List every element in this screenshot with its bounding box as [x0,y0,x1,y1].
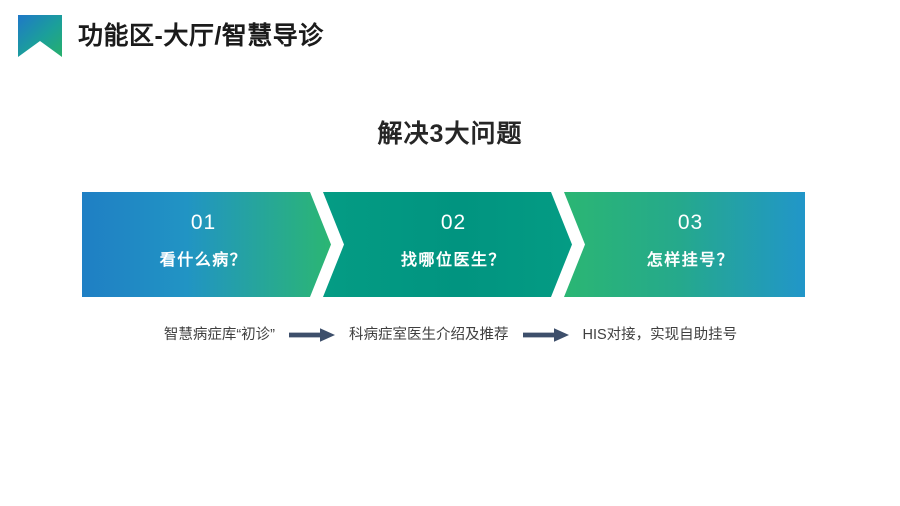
caption-step-3: HIS对接，实现自助挂号 [582,326,738,343]
step-label: 看什么病？ [159,252,248,269]
caption-step-2: 科病症室医生介绍及推荐 [349,326,509,343]
caption-step-1: 智慧病症库“初诊” [163,326,275,343]
bookmark-ribbon-icon [18,15,62,57]
process-chevron-band: 01 看什么病？ 02 找哪位医生？ 03 怎样挂号？ [82,192,805,297]
section-title: 解决3大问题 [377,120,523,148]
page-title: 功能区-大厅/智慧导诊 [78,21,324,50]
caption-row: 智慧病症库“初诊” 科病症室医生介绍及推荐 HIS对接，实现自助挂号 [82,322,805,348]
step-label: 找哪位医生？ [400,252,506,269]
step-number: 02 [440,211,467,234]
step-label: 怎样挂号？ [646,252,735,269]
process-step-1[interactable]: 01 看什么病？ [82,192,331,297]
step-number: 01 [190,211,217,234]
arrow-right-icon [522,328,569,342]
arrow-right-icon [289,328,335,342]
process-step-3[interactable]: 03 怎样挂号？ [564,192,805,297]
process-step-2[interactable]: 02 找哪位医生？ [323,192,572,297]
step-number: 03 [677,211,704,234]
page-header: 功能区-大厅/智慧导诊 [0,0,900,72]
